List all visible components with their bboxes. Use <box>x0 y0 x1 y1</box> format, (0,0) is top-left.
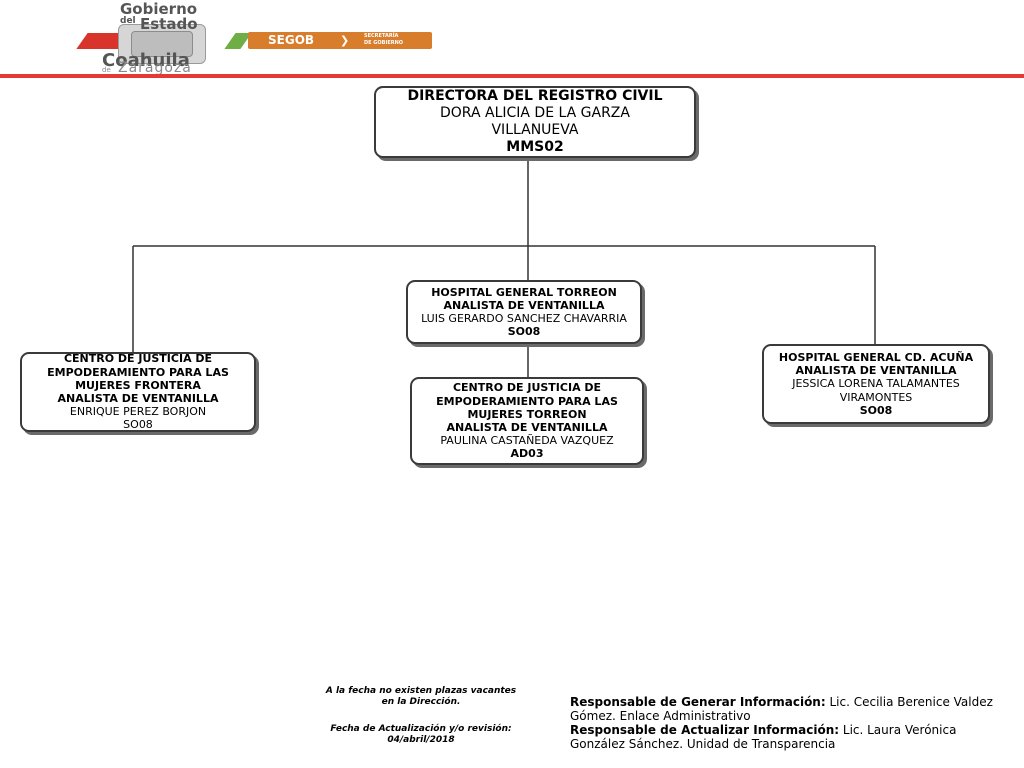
cje-torreon-unit-line3: MUJERES TORREON <box>467 407 587 421</box>
logo-estado-text: Estado <box>140 15 198 33</box>
gobierno-coahuila-logo: Gobierno del Estado Coahuila de Zaragoza… <box>76 0 440 76</box>
logo-gobierno-text: Gobierno <box>120 0 198 18</box>
responsable-actualizar-label: Responsable de Actualizar Información: <box>570 723 840 737</box>
hospital-acuna-code: SO08 <box>859 403 893 417</box>
logo-del-text: del <box>120 16 136 26</box>
cje-frontera-name: ENRIQUE PEREZ BORJON <box>69 405 207 419</box>
responsable-actualizar-value: Lic. Laura Verónica González Sánchez. Un… <box>570 723 957 751</box>
org-box-cje-torreon: CENTRO DE JUSTICIA DE EMPODERAMIENTO PAR… <box>410 377 644 465</box>
org-box-director: DIRECTORA DEL REGISTRO CIVIL DORA ALICIA… <box>374 86 696 158</box>
cje-torreon-unit-line1: CENTRO DE JUSTICIA DE <box>452 381 602 395</box>
cje-frontera-code: SO08 <box>123 418 153 432</box>
hospital-acuna-name-line1: JESSICA LORENA TALAMANTES <box>792 377 960 391</box>
segob-sub1: SECRETARÍA <box>364 33 399 39</box>
director-title: DIRECTORA DEL REGISTRO CIVIL <box>407 88 663 105</box>
cje-frontera-position: ANALISTA DE VENTANILLA <box>57 392 219 405</box>
cje-frontera-unit-line2: EMPODERAMIENTO PARA LAS <box>47 365 229 379</box>
org-box-cje-frontera: CENTRO DE JUSTICIA DE EMPODERAMIENTO PAR… <box>20 352 256 432</box>
hospital-acuna-name-line2: VIRAMONTES <box>839 390 913 404</box>
cje-frontera-unit-line1: CENTRO DE JUSTICIA DE <box>63 352 213 366</box>
responsable-generar: Responsable de Generar Información: Lic.… <box>570 695 1010 723</box>
director-code: MMS02 <box>506 138 564 155</box>
cje-frontera-unit-line3: MUJERES FRONTERA <box>75 378 201 392</box>
vacancy-line1: A la fecha no existen plazas vacantes <box>325 686 517 696</box>
footer-vacancy-note: A la fecha no existen plazas vacantes en… <box>316 686 526 746</box>
logo-coahuila-text: Coahuila <box>102 50 190 71</box>
header-divider <box>0 74 1024 78</box>
hospital-torreon-name: LUIS GERARDO SANCHEZ CHAVARRIA <box>421 312 627 325</box>
segob-sub2: DE GOBIERNO <box>364 40 404 46</box>
segob-badge: SEGOB ❯ SECRETARÍA DE GOBIERNO <box>248 32 432 49</box>
segob-text: SEGOB <box>268 33 315 47</box>
cje-torreon-unit-line2: EMPODERAMIENTO PARA LAS <box>436 394 618 408</box>
hospital-torreon-code: SO08 <box>507 325 541 339</box>
hospital-acuna-position: ANALISTA DE VENTANILLA <box>795 364 957 378</box>
director-name-line2: VILLANUEVA <box>491 122 579 138</box>
vacancy-line2: en la Dirección. <box>381 697 461 707</box>
update-date: 04/abril/2018 <box>387 735 455 745</box>
footer-responsibles: Responsable de Generar Información: Lic.… <box>570 695 1010 751</box>
cje-torreon-position: ANALISTA DE VENTANILLA <box>446 421 608 434</box>
segob-mark-icon: ❯ <box>340 34 350 47</box>
coat-of-arms-icon <box>118 24 206 64</box>
logo-zaragoza-text: Zaragoza <box>118 60 192 76</box>
director-name-line1: DORA ALICIA DE LA GARZA <box>440 105 630 122</box>
responsable-actualizar: Responsable de Actualizar Información: L… <box>570 723 1010 751</box>
responsable-generar-label: Responsable de Generar Información: <box>570 695 826 709</box>
org-box-hospital-acuna: HOSPITAL GENERAL CD. ACUÑA ANALISTA DE V… <box>762 344 990 424</box>
responsable-generar-value: Lic. Cecilia Berenice Valdez Gómez. Enla… <box>570 695 993 723</box>
hospital-torreon-position: ANALISTA DE VENTANILLA <box>443 298 605 312</box>
org-box-hospital-torreon: HOSPITAL GENERAL TORREON ANALISTA DE VEN… <box>406 280 642 344</box>
logo-de-text: de <box>102 66 111 74</box>
cje-torreon-code: AD03 <box>510 447 544 461</box>
cje-torreon-name: PAULINA CASTAÑEDA VAZQUEZ <box>440 434 614 448</box>
hospital-torreon-unit: HOSPITAL GENERAL TORREON <box>431 285 617 299</box>
update-label: Fecha de Actualización y/o revisión: <box>330 724 512 734</box>
hospital-acuna-unit: HOSPITAL GENERAL CD. ACUÑA <box>778 351 974 365</box>
